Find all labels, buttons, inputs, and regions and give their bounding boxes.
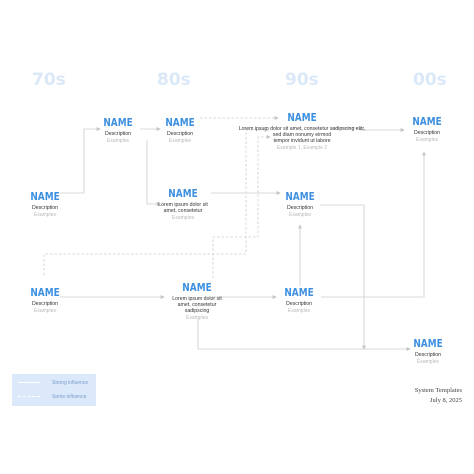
node-description: Description (287, 205, 313, 211)
node-examples: Examples (417, 359, 439, 365)
footer-date: July 8, 2025 (430, 397, 462, 404)
link-n3-n0 (60, 127, 101, 194)
legend: Strong influence Some influence (12, 374, 96, 406)
link-n8-n10 (197, 318, 411, 351)
node-90s-middle[interactable]: NAME Description Examples (283, 191, 318, 218)
node-description-line: sed diam nonumy eirmod (272, 132, 332, 138)
link-n2-n4 (332, 127, 405, 132)
footer-title: System Templates (414, 387, 462, 394)
node-examples: Examples (34, 308, 56, 314)
node-description-line: amet, consetetur (163, 208, 203, 214)
node-description: Description (32, 301, 58, 307)
node-examples: Examples (186, 315, 208, 321)
node-examples: Examples (172, 215, 194, 221)
node-00s-top[interactable]: NAME Description Examples (410, 116, 445, 143)
node-description: Description (286, 301, 312, 307)
node-description: Lorem ipsum dolor sit (158, 202, 208, 208)
node-examples: Examples (34, 212, 56, 218)
node-name: NAME (413, 338, 443, 350)
node-description: Description (414, 130, 440, 136)
node-80s-lower[interactable]: NAME Lorem ipsum dolor sit amet, consete… (172, 282, 222, 321)
node-description: Description (167, 131, 193, 137)
node-examples: Examples (416, 137, 438, 143)
footer: System Templates July 8, 2025 (415, 386, 462, 406)
node-name: NAME (287, 112, 317, 124)
node-80s-top[interactable]: NAME Description Examples (101, 117, 136, 144)
node-examples: Example 1, Example 2 (276, 145, 328, 151)
node-examples: Examples (289, 212, 311, 218)
node-name: NAME (284, 287, 314, 299)
legend-strong-label: Strong influence (52, 380, 89, 386)
node-70s-upper[interactable]: NAME Description Examples (28, 191, 63, 218)
node-description: Description (32, 205, 58, 211)
node-examples: Examples (169, 138, 191, 144)
node-70s-lower[interactable]: NAME Description Examples (28, 287, 63, 314)
node-90s-top[interactable]: NAME Lorem ipsum dolor sit amet, consete… (239, 112, 366, 151)
node-80s-middle[interactable]: NAME Lorem ipsum dolor sit amet, consete… (158, 188, 208, 221)
node-description: Description (415, 352, 441, 358)
link-dash-n7-n2 (43, 128, 269, 275)
node-name: NAME (168, 188, 198, 200)
link-n1-n5 (146, 140, 161, 206)
node-80s-upper[interactable]: NAME Description Examples (163, 117, 198, 144)
node-name: NAME (285, 191, 315, 203)
node-name: NAME (103, 117, 133, 129)
node-name: NAME (182, 282, 212, 294)
node-description-line: sadipscing (184, 308, 210, 314)
node-examples: Examples (288, 308, 310, 314)
legend-some-influence: Some influence (18, 392, 94, 402)
solid-line-swatch (18, 382, 40, 383)
node-description: Description (105, 131, 131, 137)
era-label-70s: 70s (32, 70, 66, 90)
era-label-80s: 80s (157, 70, 191, 90)
node-description: Lorem ipsum dolor sit amet, consetetur s… (238, 126, 366, 132)
link-n6-n10 (320, 204, 366, 350)
node-name: NAME (30, 287, 60, 299)
legend-strong-influence: Strong influence (18, 378, 94, 388)
legend-some-label: Some influence (52, 394, 87, 400)
era-label-90s: 90s (285, 70, 319, 90)
dashed-line-swatch (18, 396, 40, 397)
node-90s-lower[interactable]: NAME Description Examples (282, 287, 317, 314)
node-name: NAME (412, 116, 442, 128)
node-description-line: amet, consetetur (177, 302, 217, 308)
node-description-line: tempor invidunt ut labore (273, 138, 331, 144)
node-examples: Examples (107, 138, 129, 144)
link-dash-n8-n2 (212, 135, 271, 278)
node-name: NAME (30, 191, 60, 203)
link-n9-n4 (321, 151, 426, 298)
node-name: NAME (165, 117, 195, 129)
era-label-00s: 00s (413, 70, 447, 90)
node-description: Lorem ipsum dolor sit (172, 296, 222, 302)
node-00s-bottom[interactable]: NAME Description Examples (411, 338, 446, 365)
